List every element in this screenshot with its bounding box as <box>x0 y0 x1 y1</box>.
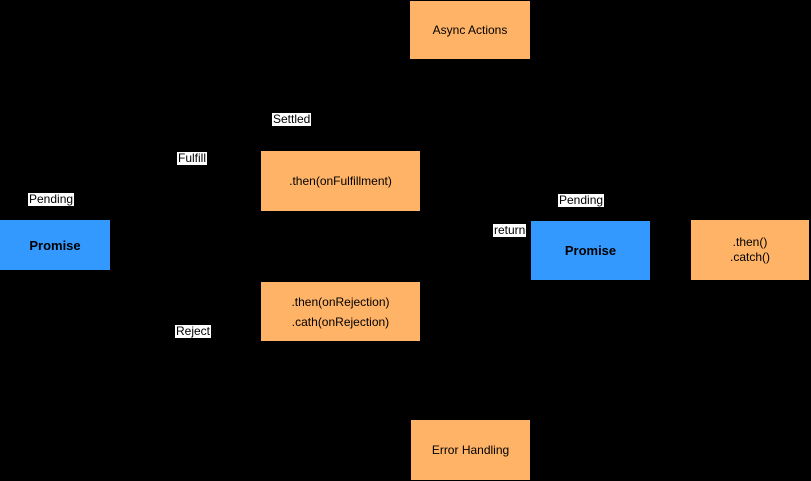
node-label-line2: .cath(onRejection) <box>291 314 390 329</box>
edge-label-settled: Settled <box>272 112 312 126</box>
edge-label-pending-right: Pending <box>558 193 605 207</box>
node-label-line2: .catch() <box>729 250 770 264</box>
node-label: Async Actions <box>432 23 508 37</box>
promise-node-left: Promise <box>0 220 110 270</box>
node-label: Promise <box>29 237 81 253</box>
node-label: Error Handling <box>431 443 510 457</box>
then-onrejection-node: .then(onRejection) .cath(onRejection) <box>261 282 420 341</box>
edge-label-fulfill: Fulfill <box>177 151 208 165</box>
then-onfulfillment-node: .then(onFulfillment) <box>261 151 420 211</box>
node-label: .then(onFulfillment) <box>289 174 392 188</box>
node-label-line1: .then() <box>732 235 768 249</box>
promise-node-right: Promise <box>531 221 650 280</box>
edge-label-reject: Reject <box>175 324 212 338</box>
edge-label-pending-left: Pending <box>28 192 75 206</box>
then-catch-node: .then() .catch() <box>691 220 809 280</box>
error-handling-node: Error Handling <box>411 420 530 480</box>
node-label: Promise <box>564 243 617 258</box>
edge-label-return: return <box>493 223 527 237</box>
node-label-line1: .then(onRejection) <box>291 294 390 309</box>
async-actions-node: Async Actions <box>410 1 530 59</box>
